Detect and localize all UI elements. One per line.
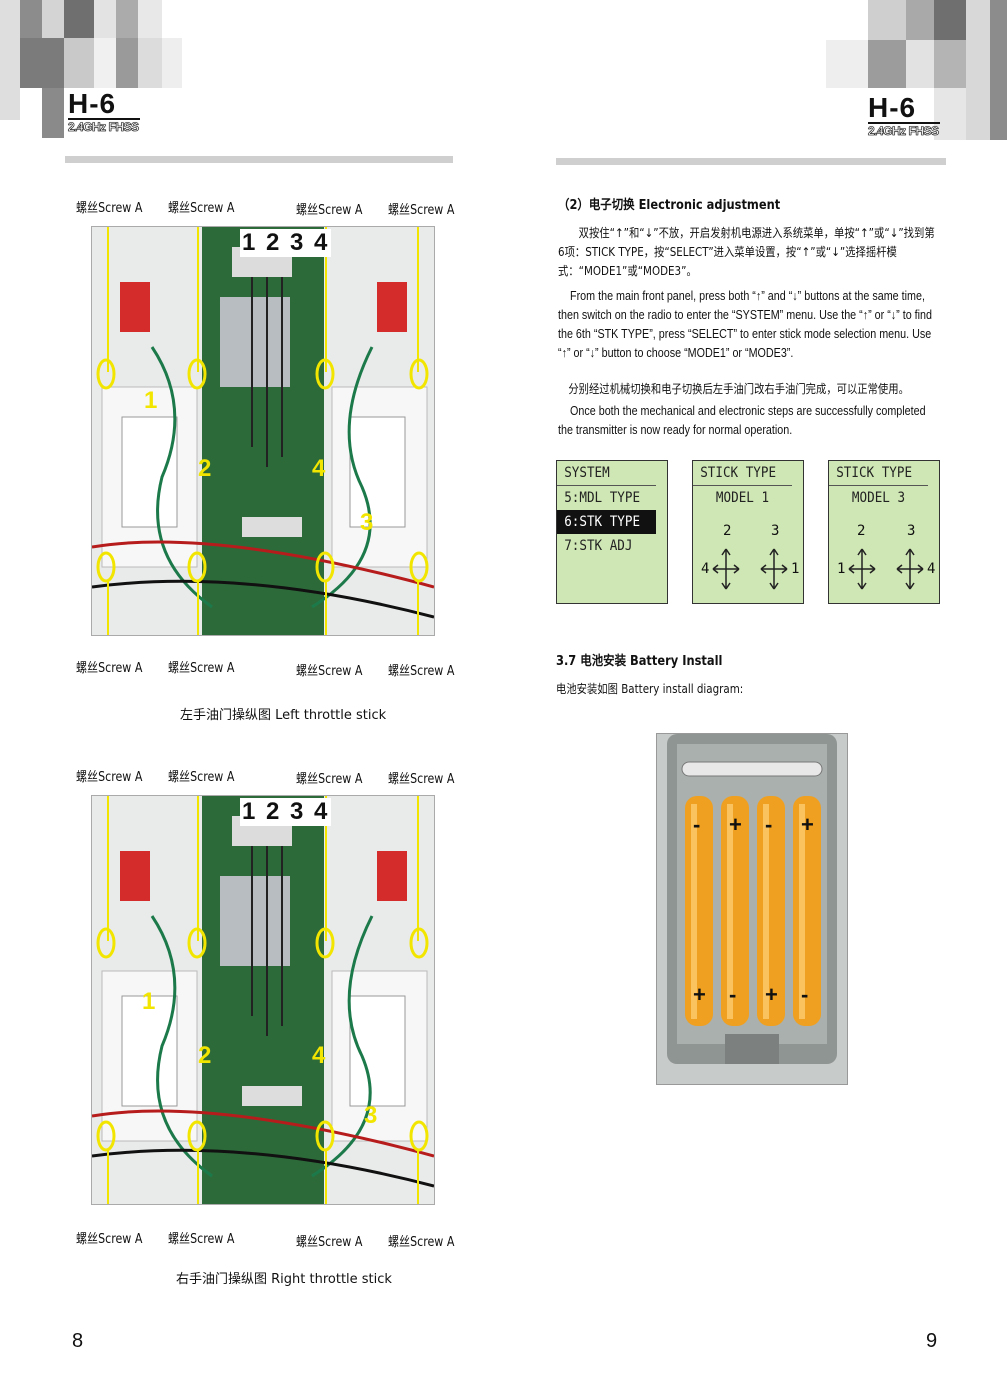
- section-heading: （2）电子切换 Electronic adjustment: [558, 198, 781, 213]
- channel-numbers: 1 2 3 4: [240, 229, 332, 257]
- page-number: 8: [72, 1330, 84, 1352]
- channel-numbers: 1 2 3 4: [240, 798, 332, 826]
- stick-label: 2: [857, 523, 866, 539]
- screw-label: 螺丝Screw A: [76, 1232, 143, 1247]
- marker-1: 1: [142, 988, 156, 1015]
- stick-label: 4: [927, 561, 936, 577]
- battery-polarity: +: [693, 982, 706, 1007]
- stick-label: 3: [771, 523, 780, 539]
- stick-cross-icon: [759, 547, 789, 595]
- screw-label: 螺丝Screw A: [388, 772, 455, 787]
- brand-logo-right: H-6 2.4GHz FHSS: [868, 92, 940, 138]
- lcd-title: SYSTEM: [557, 461, 656, 486]
- header-rule-left: [65, 156, 453, 163]
- brand-model: H-6: [68, 88, 117, 119]
- lcd-mode: MODEL 3: [851, 490, 906, 506]
- screw-label: 螺丝Screw A: [168, 1232, 235, 1247]
- lcd-title: STICK TYPE: [829, 461, 928, 486]
- marker-3: 3: [360, 509, 374, 536]
- lcd-row-selected: 6:STK TYPE: [557, 510, 656, 534]
- lcd-stick-mode3: STICK TYPE MODEL 3 2 3 1 4: [828, 460, 940, 604]
- screw-label: 螺丝Screw A: [296, 1235, 363, 1250]
- marker-1: 1: [144, 387, 158, 414]
- battery-polarity: -: [729, 982, 737, 1007]
- screw-label: 螺丝Screw A: [388, 664, 455, 679]
- lcd-system-menu: SYSTEM 5:MDL TYPE 6:STK TYPE 7:STK ADJ: [556, 460, 668, 604]
- screw-label: 螺丝Screw A: [76, 661, 143, 676]
- lcd-title: STICK TYPE: [693, 461, 792, 486]
- battery-polarity: +: [801, 812, 814, 837]
- brand-sub: 2.4GHz FHSS: [68, 120, 140, 135]
- battery-polarity: -: [765, 812, 773, 837]
- cn-paragraph: 双按住“↑”和“↓”不放，开启发射机电源进入系统菜单，单按“↑”或“↓”找到第6…: [558, 226, 935, 278]
- battery-polarity: -: [801, 982, 809, 1007]
- screw-label: 螺丝Screw A: [76, 201, 143, 216]
- screw-label: 螺丝Screw A: [296, 664, 363, 679]
- lcd-stick-mode1: STICK TYPE MODEL 1 2 3 4 1: [692, 460, 804, 604]
- marker-4: 4: [312, 455, 326, 482]
- stick-cross-icon: [847, 547, 877, 595]
- screw-label: 螺丝Screw A: [76, 770, 143, 785]
- page-number: 9: [926, 1330, 938, 1352]
- stick-cross-icon: [711, 547, 741, 595]
- stick-label: 1: [791, 561, 800, 577]
- battery-compartment: - + - + + - + -: [656, 733, 848, 1085]
- marker-2: 2: [198, 1042, 212, 1069]
- screw-label: 螺丝Screw A: [388, 1235, 455, 1250]
- brand-sub: 2.4GHz FHSS: [868, 124, 940, 139]
- screw-label: 螺丝Screw A: [168, 661, 235, 676]
- stick-label: 1: [837, 561, 846, 577]
- transmitter-illustration: [92, 796, 434, 1204]
- header-rule-right: [556, 158, 946, 165]
- stick-label: 2: [723, 523, 732, 539]
- transmitter-photo: 1 2 3 4 1 2 3 4: [91, 795, 435, 1205]
- figure-caption: 左手油门操纵图 Left throttle stick: [180, 708, 387, 723]
- lcd-mode: MODEL 1: [715, 490, 770, 506]
- stick-cross-icon: [895, 547, 925, 595]
- transmitter-photo: 1 2 3 4 1 2 3 4: [91, 226, 435, 636]
- brand-logo-left: H-6 2.4GHz FHSS: [68, 88, 140, 134]
- screw-label: 螺丝Screw A: [388, 203, 455, 218]
- battery-polarity: +: [765, 982, 778, 1007]
- battery-polarity: +: [729, 812, 742, 837]
- battery-polarity: -: [693, 812, 701, 837]
- battery-illustration: [667, 734, 837, 1064]
- marker-3: 3: [364, 1102, 378, 1129]
- stick-label: 3: [907, 523, 916, 539]
- cn-paragraph-2: 分别经过机械切换和电子切换后左手油门改右手油门完成，可以正常使用。: [568, 382, 909, 396]
- screw-label: 螺丝Screw A: [296, 203, 363, 218]
- lcd-row: 7:STK ADJ: [564, 538, 633, 554]
- en-paragraph: From the main front panel, press both “↑…: [558, 289, 933, 360]
- section-heading: 3.7 电池安装 Battery Install: [556, 654, 723, 669]
- figure-caption: 右手油门操纵图 Right throttle stick: [176, 1272, 392, 1287]
- marker-4: 4: [312, 1042, 326, 1069]
- brand-model: H-6: [868, 92, 917, 123]
- screw-label: 螺丝Screw A: [296, 772, 363, 787]
- screw-label: 螺丝Screw A: [168, 770, 235, 785]
- stick-label: 4: [701, 561, 710, 577]
- transmitter-illustration: [92, 227, 434, 635]
- en-paragraph-2: Once both the mechanical and electronic …: [558, 404, 926, 437]
- lcd-row: 5:MDL TYPE: [564, 490, 641, 506]
- marker-2: 2: [198, 455, 212, 482]
- battery-caption: 电池安装如图 Battery install diagram:: [556, 682, 744, 696]
- screw-label: 螺丝Screw A: [168, 201, 235, 216]
